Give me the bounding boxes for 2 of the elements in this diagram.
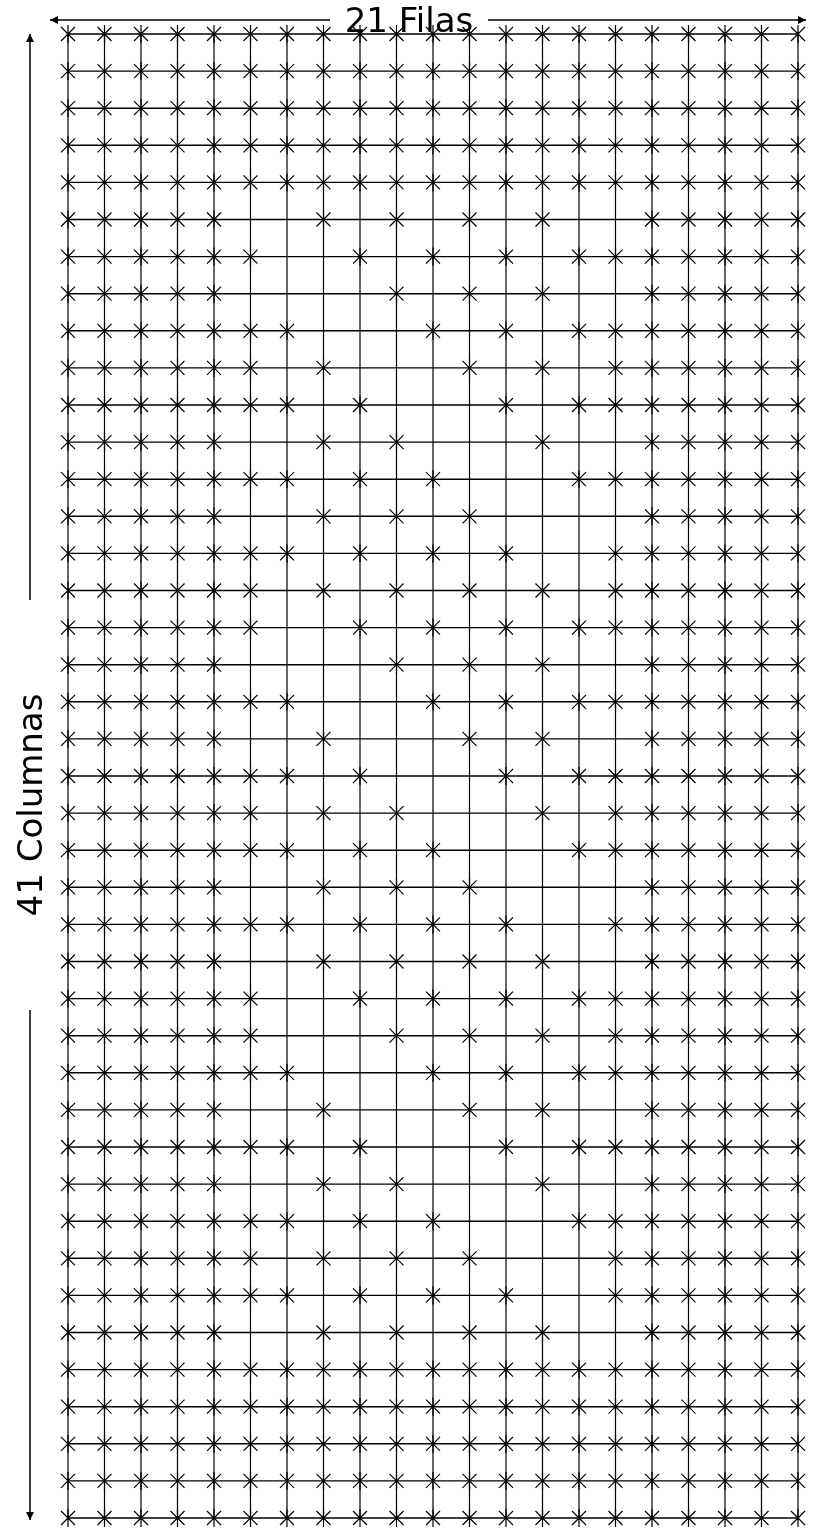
dimension-label: 41 Columnas bbox=[13, 693, 47, 917]
dimension-label: 21 Filas bbox=[344, 3, 474, 37]
